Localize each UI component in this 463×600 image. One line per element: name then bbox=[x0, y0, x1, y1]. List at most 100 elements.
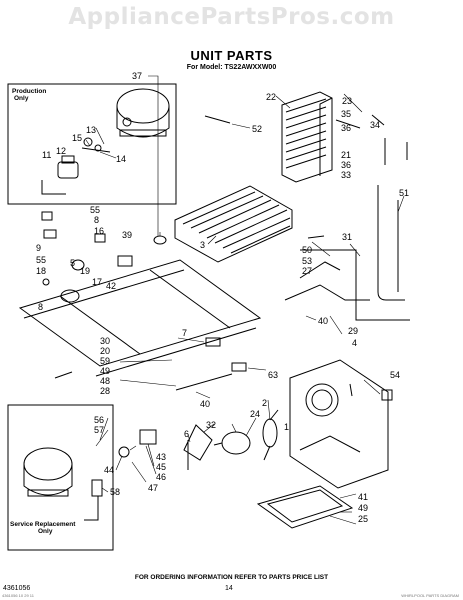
callout-63: 63 bbox=[268, 370, 278, 380]
callout-54: 54 bbox=[390, 370, 400, 380]
part-55 bbox=[41, 211, 53, 221]
callout-48: 48 bbox=[100, 376, 110, 386]
watermark: AppliancePartsPros.com bbox=[68, 4, 395, 30]
clip-34 bbox=[371, 114, 385, 126]
callout-3: 3 bbox=[200, 240, 205, 250]
service-replacement-box bbox=[7, 404, 114, 551]
overload-44 bbox=[118, 446, 130, 458]
callout-20: 20 bbox=[100, 346, 110, 356]
drain-pan bbox=[256, 485, 354, 529]
callout-33: 33 bbox=[341, 170, 351, 180]
callout-19: 19 bbox=[80, 266, 90, 276]
callout-22: 22 bbox=[266, 92, 276, 102]
screw-13 bbox=[94, 144, 102, 152]
callout-52: 52 bbox=[252, 124, 262, 134]
part-17 bbox=[117, 255, 133, 267]
part-8 bbox=[43, 229, 57, 239]
fan-bracket bbox=[289, 359, 389, 489]
grommet-39 bbox=[153, 235, 167, 245]
callout-58: 58 bbox=[110, 487, 120, 497]
callout-23: 23 bbox=[342, 96, 352, 106]
callout-12: 12 bbox=[56, 146, 66, 156]
capacitor-58 bbox=[91, 479, 103, 497]
callout-27: 27 bbox=[302, 266, 312, 276]
callout-42: 42 bbox=[106, 281, 116, 291]
callout-53: 53 bbox=[302, 256, 312, 266]
callout-55b: 55 bbox=[36, 255, 46, 265]
callout-43: 43 bbox=[156, 452, 166, 462]
service-label-line-1: Service Replacement bbox=[10, 521, 76, 528]
production-only-box bbox=[7, 83, 177, 205]
tube-52 bbox=[204, 115, 231, 124]
callout-18: 18 bbox=[36, 266, 46, 276]
production-label-line-1: Production bbox=[12, 88, 47, 95]
callout-36b: 36 bbox=[341, 160, 351, 170]
callout-41: 41 bbox=[358, 492, 368, 502]
callout-56: 56 bbox=[94, 415, 104, 425]
production-box-label: Production Only bbox=[12, 88, 46, 102]
screw-18 bbox=[42, 278, 50, 286]
callout-47: 47 bbox=[148, 483, 158, 493]
clip-11 bbox=[41, 180, 66, 195]
compressor-production bbox=[116, 88, 170, 138]
callout-51: 51 bbox=[399, 188, 409, 198]
fine-print-left: 4361056 10 29 11 bbox=[2, 593, 34, 598]
callout-17: 17 bbox=[92, 277, 102, 287]
callout-11: 11 bbox=[42, 150, 51, 160]
callout-25: 25 bbox=[358, 514, 368, 524]
compressor-service bbox=[23, 447, 73, 497]
bracket-7 bbox=[205, 337, 221, 347]
callout-36: 36 bbox=[341, 123, 351, 133]
callout-44: 44 bbox=[104, 465, 114, 475]
callout-49b: 49 bbox=[358, 503, 368, 513]
tube-31 bbox=[300, 249, 410, 321]
callout-24: 24 bbox=[250, 409, 260, 419]
tube-33 bbox=[377, 185, 405, 301]
clip-63 bbox=[231, 362, 247, 372]
callout-31: 31 bbox=[342, 232, 352, 242]
production-label-line-2: Only bbox=[14, 95, 29, 102]
callout-1: 1 bbox=[284, 422, 289, 432]
grommet-8 bbox=[60, 289, 80, 303]
relay-service bbox=[139, 429, 157, 445]
callout-30: 30 bbox=[100, 336, 110, 346]
callout-13: 13 bbox=[86, 125, 96, 135]
ordering-note: FOR ORDERING INFORMATION REFER TO PARTS … bbox=[134, 574, 329, 581]
callout-40a: 40 bbox=[318, 316, 328, 326]
document-number: 4361056 bbox=[3, 585, 31, 592]
callout-16: 16 bbox=[94, 226, 104, 236]
callout-32: 32 bbox=[206, 420, 216, 430]
callout-39: 39 bbox=[122, 230, 132, 240]
callout-4: 4 bbox=[352, 338, 357, 348]
service-label-line-2: Only bbox=[38, 528, 53, 535]
drain-tube-29 bbox=[284, 284, 370, 301]
callout-28: 28 bbox=[100, 386, 110, 396]
base-frame bbox=[18, 259, 262, 377]
rail-48 bbox=[175, 373, 233, 391]
callout-6: 6 bbox=[184, 429, 189, 439]
callout-21: 21 bbox=[341, 150, 351, 160]
fan-blade bbox=[262, 409, 279, 461]
grommet-5 bbox=[71, 259, 85, 271]
wire-lead-14 bbox=[81, 147, 111, 153]
condenser-coil bbox=[174, 185, 293, 263]
bracket-23 bbox=[335, 119, 361, 129]
callout-29: 29 bbox=[348, 326, 358, 336]
callout-55a: 55 bbox=[90, 205, 100, 215]
callout-9: 9 bbox=[36, 243, 41, 253]
grommet-15 bbox=[83, 137, 93, 147]
screw-4 bbox=[349, 383, 353, 397]
page-title: UNIT PARTS bbox=[190, 48, 273, 63]
callout-35: 35 bbox=[341, 109, 351, 119]
callout-59: 59 bbox=[100, 356, 110, 366]
callout-5: 5 bbox=[70, 258, 75, 268]
page-number: 14 bbox=[225, 585, 233, 592]
evaporator-coil bbox=[281, 91, 333, 183]
screw-54 bbox=[381, 389, 393, 401]
callout-57: 57 bbox=[94, 425, 104, 435]
callout-8b: 8 bbox=[38, 302, 43, 312]
clip-50 bbox=[307, 235, 325, 239]
fine-print-right: WHIRLPOOL PARTS DIAGRAM bbox=[401, 593, 459, 598]
start-relay-production bbox=[57, 155, 79, 179]
